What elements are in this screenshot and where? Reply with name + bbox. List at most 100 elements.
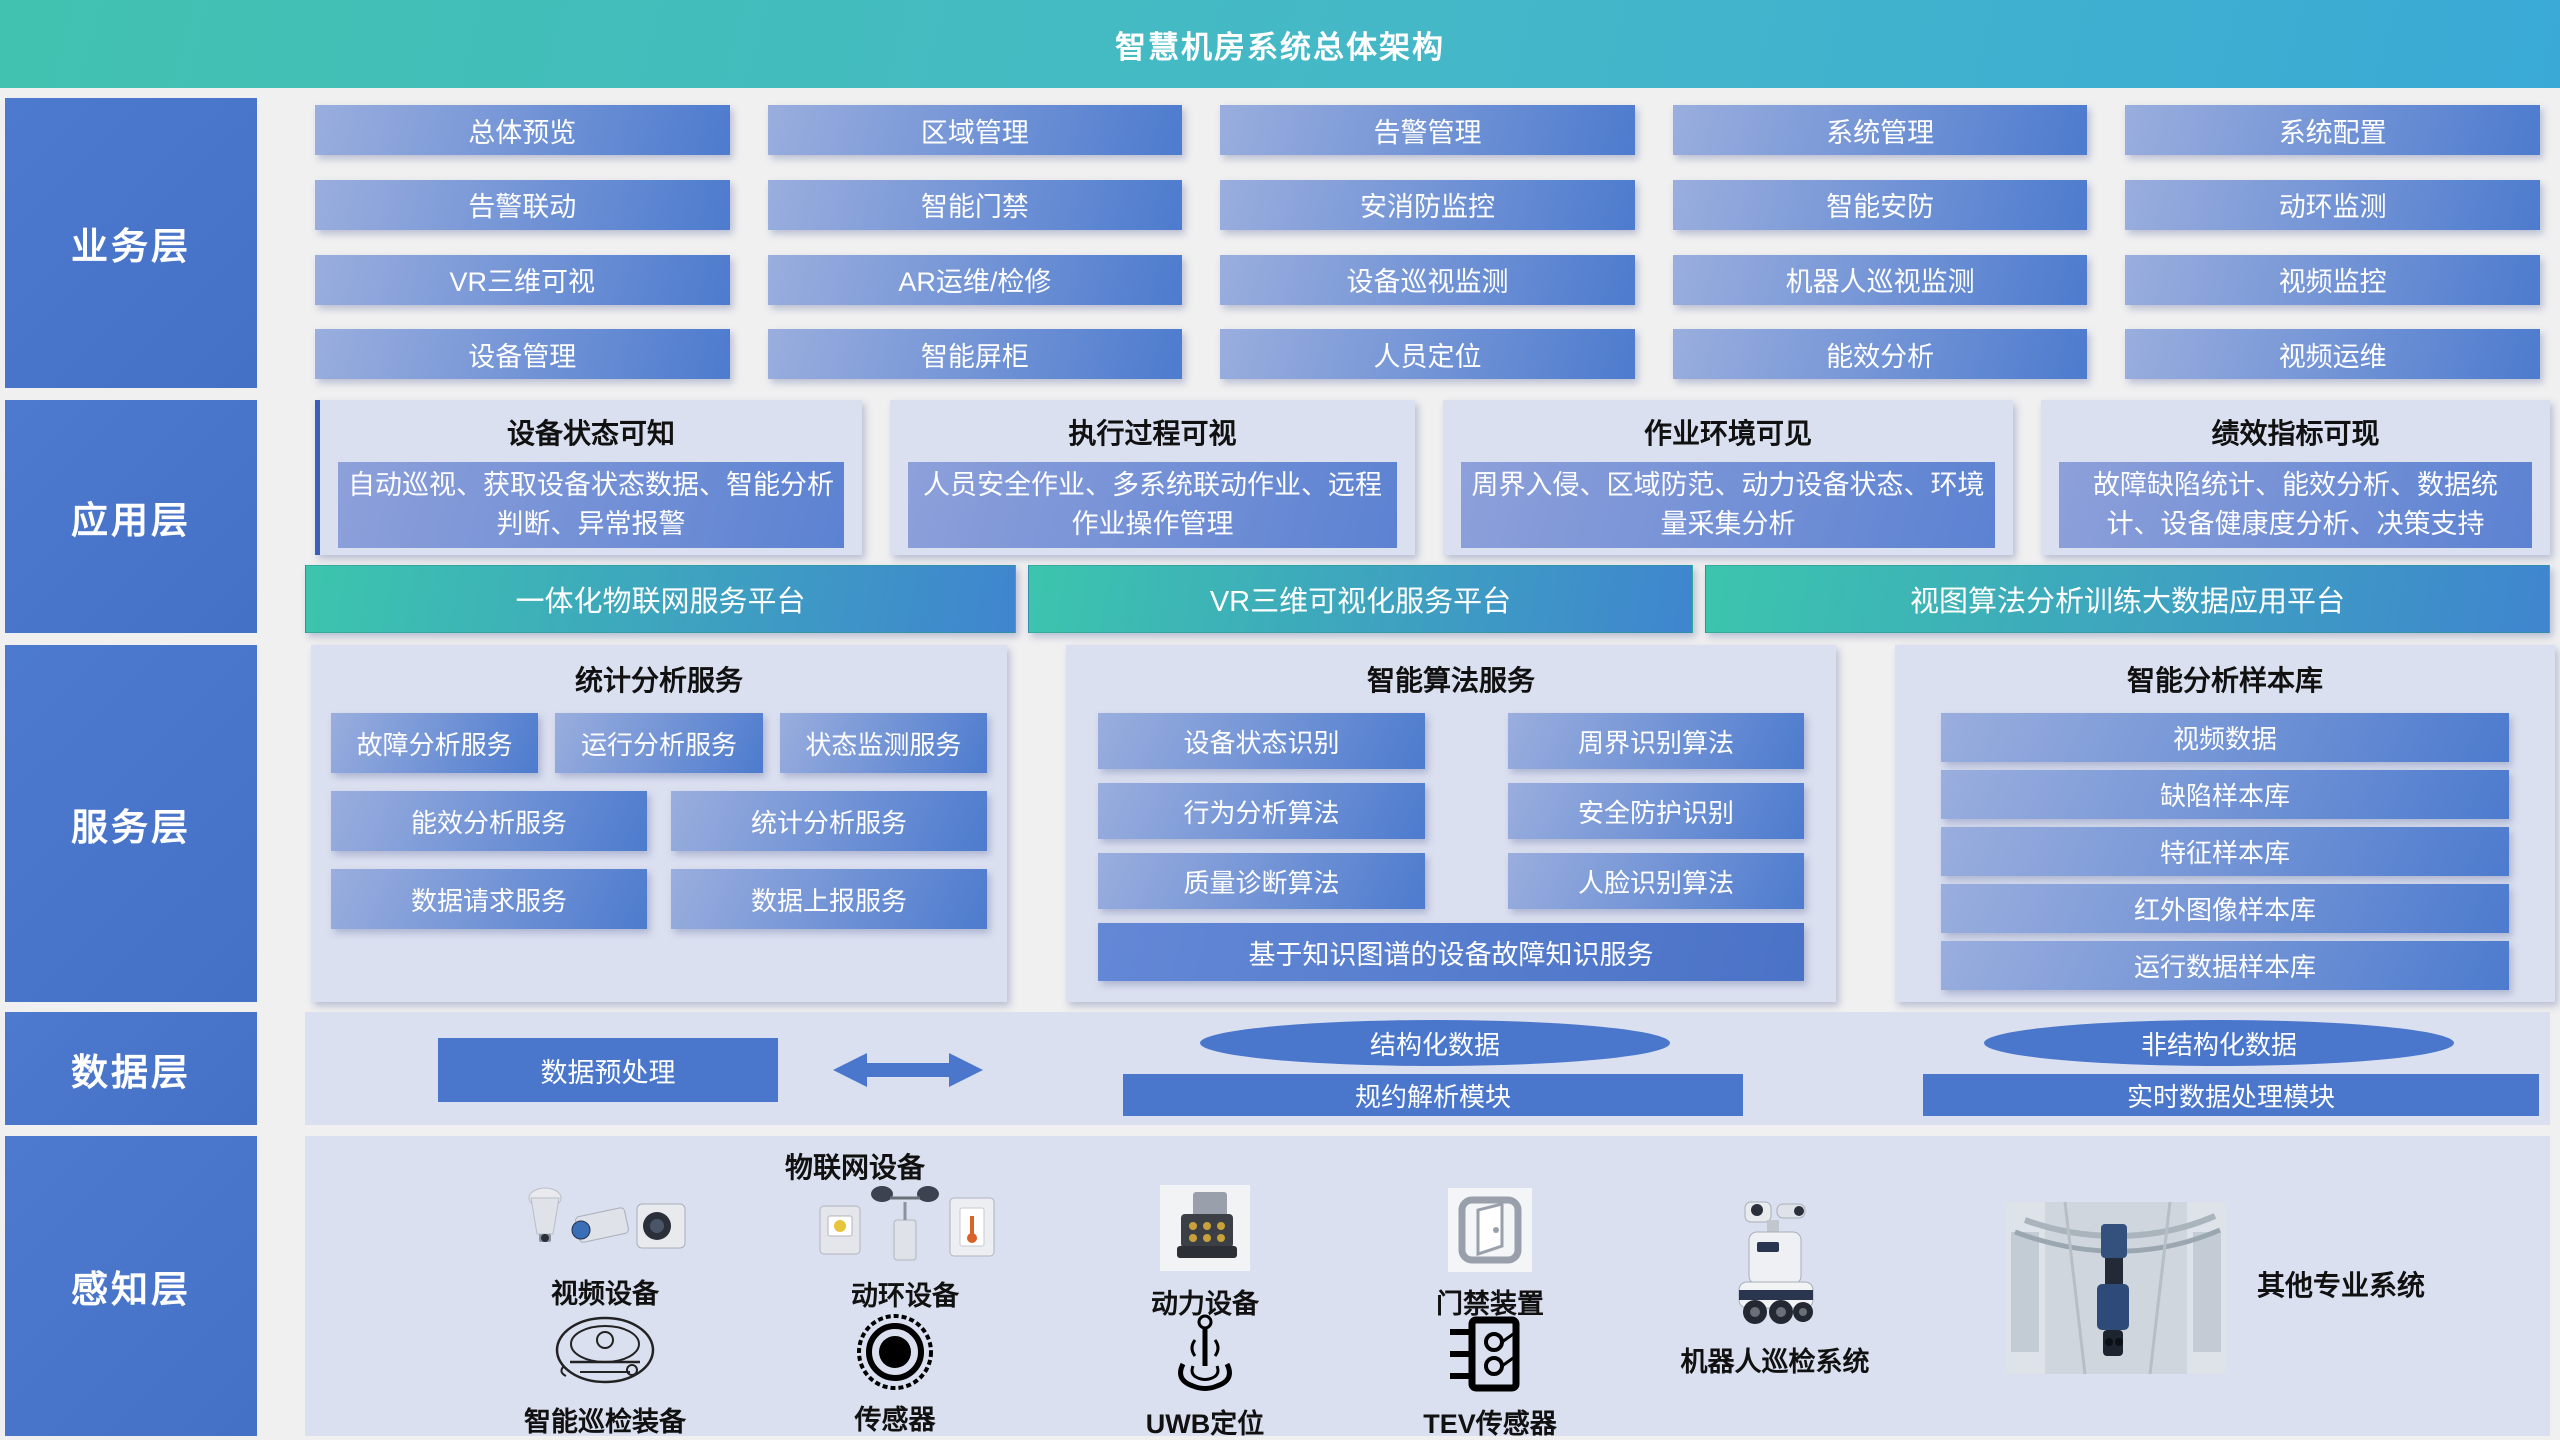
service-box: 质量诊断算法: [1098, 853, 1425, 909]
app-box-title: 绩效指标可现: [2211, 418, 2380, 449]
device-item: TEV传感器: [1390, 1312, 1590, 1440]
business-box: 系统配置: [2125, 105, 2540, 155]
device-item: 动力设备: [1105, 1180, 1305, 1321]
data-layer-panel: 数据预处理 结构化数据 规约解析模块 非结构化数据 实时数据处理模块: [305, 1012, 2550, 1125]
service-panel-title: 智能算法服务: [1366, 665, 1535, 696]
business-box: AR运维/检修: [767, 254, 1183, 305]
business-box: 智能安防: [1672, 179, 2088, 230]
device-item: 动环设备: [795, 1176, 1015, 1313]
device-item: 视频设备: [490, 1184, 720, 1311]
platform-bars: 一体化物联网服务平台 VR三维可视化服务平台 视图算法分析训练大数据应用平台: [305, 565, 2550, 633]
business-box: 机器人巡视监测: [1672, 254, 2088, 305]
robot-icon: [1715, 1194, 1835, 1334]
business-box: 动环监测: [2125, 179, 2540, 230]
business-box: 设备管理: [315, 329, 730, 380]
service-box: 状态监测服务: [779, 713, 987, 773]
service-box: 数据请求服务: [331, 869, 647, 929]
service-box: 设备状态识别: [1098, 713, 1425, 769]
sample-library-bar: 运行数据样本库: [1941, 941, 2509, 990]
business-layer-grid: 总体预览 区域管理 告警管理 系统管理 系统配置 告警联动 智能门禁 安消防监控…: [305, 98, 2550, 388]
layer-label-business: 业务层: [5, 98, 257, 388]
business-box: 能效分析: [1672, 329, 2088, 380]
service-box: 周界识别算法: [1508, 713, 1804, 769]
layer-label-data: 数据层: [5, 1012, 257, 1125]
business-box: 视频监控: [2125, 254, 2540, 305]
app-box-desc: 人员安全作业、多系统联动作业、远程作业操作管理: [907, 462, 1398, 549]
door-access-icon: [1444, 1184, 1536, 1276]
app-box-desc: 周界入侵、区域防范、动力设备状态、环境量采集分析: [1461, 462, 1995, 549]
service-box: 数据上报服务: [671, 869, 987, 929]
service-box: 安全防护识别: [1508, 783, 1804, 839]
business-box: 智能屏柜: [767, 329, 1183, 380]
service-box: 故障分析服务: [331, 713, 539, 773]
device-item: 智能巡检装备: [505, 1314, 705, 1439]
app-box-title: 设备状态可知: [506, 418, 675, 449]
business-box: 设备巡视监测: [1220, 254, 1635, 305]
app-capability-box: 执行过程可视 人员安全作业、多系统联动作业、远程作业操作管理: [889, 400, 1416, 555]
knowledge-graph-service-bar: 基于知识图谱的设备故障知识服务: [1098, 923, 1804, 981]
unstructured-data-ellipse: 非结构化数据: [1984, 1020, 2454, 1066]
app-capability-box: 设备状态可知 自动巡视、获取设备状态数据、智能分析判断、异常报警: [315, 400, 862, 555]
app-box-title: 作业环境可见: [1643, 418, 1812, 449]
algo-column-left: 设备状态识别 行为分析算法 质量诊断算法: [1098, 713, 1425, 909]
title-bar: 智慧机房系统总体架构: [0, 0, 2560, 88]
business-box: 人员定位: [1220, 329, 1635, 380]
structured-data-ellipse: 结构化数据: [1200, 1020, 1670, 1066]
inspection-device-icon: [550, 1314, 660, 1394]
device-item: 传感器: [800, 1312, 990, 1437]
platform-bar: VR三维可视化服务平台: [1028, 565, 1693, 633]
business-box: 视频运维: [2125, 329, 2540, 380]
service-panel-title: 统计分析服务: [574, 665, 743, 696]
platform-bar: 一体化物联网服务平台: [305, 565, 1016, 633]
business-box: 区域管理: [767, 105, 1183, 155]
algo-column-right: 周界识别算法 安全防护识别 人脸识别算法: [1508, 713, 1804, 909]
service-box: 统计分析服务: [671, 791, 987, 851]
sample-library-bar: 缺陷样本库: [1941, 770, 2509, 819]
business-box: VR三维可视: [315, 254, 730, 305]
business-box: 安消防监控: [1220, 179, 1635, 230]
device-label: 传感器: [854, 1405, 936, 1435]
app-capability-box: 作业环境可见 周界入侵、区域防范、动力设备状态、环境量采集分析: [1443, 400, 2013, 555]
env-sensor-icon: [810, 1176, 1000, 1268]
service-box: 行为分析算法: [1098, 783, 1425, 839]
device-item: 机器人巡检系统: [1665, 1194, 1885, 1379]
business-box: 告警管理: [1220, 105, 1635, 155]
device-label: 智能巡检装备: [524, 1407, 686, 1437]
sample-library-bar: 红外图像样本库: [1941, 884, 2509, 933]
algo-columns: 设备状态识别 行为分析算法 质量诊断算法 周界识别算法 安全防护识别 人脸识别算…: [1098, 713, 1804, 909]
power-device-icon: [1155, 1180, 1255, 1276]
layer-label-service: 服务层: [5, 645, 257, 1002]
service-box: 能效分析服务: [331, 791, 647, 851]
perception-layer-panel: 物联网设备 视频设备: [305, 1136, 2550, 1439]
device-label: 视频设备: [551, 1279, 659, 1309]
device-label: 动力设备: [1151, 1289, 1259, 1319]
video-camera-icon: [515, 1184, 695, 1266]
platform-bar: 视图算法分析训练大数据应用平台: [1705, 565, 2550, 633]
service-box: 人脸识别算法: [1508, 853, 1804, 909]
sample-library-bar: 特征样本库: [1941, 827, 2509, 876]
device-label: 其他专业系统: [2257, 1270, 2426, 1301]
service-samples-panel: 智能分析样本库 视频数据 缺陷样本库 特征样本库 红外图像样本库 运行数据样本库: [1895, 645, 2555, 1002]
device-label: 机器人巡检系统: [1680, 1347, 1870, 1377]
business-box: 告警联动: [315, 179, 730, 230]
business-box: 系统管理: [1672, 105, 2088, 155]
device-item: 门禁装置: [1390, 1184, 1590, 1321]
layer-label-application: 应用层: [5, 400, 257, 633]
rail-robot-photo: [2005, 1202, 2227, 1374]
business-box: 总体预览: [315, 105, 730, 155]
business-box: 智能门禁: [767, 179, 1183, 230]
application-layer-boxes: 设备状态可知 自动巡视、获取设备状态数据、智能分析判断、异常报警 执行过程可视 …: [305, 400, 2551, 555]
layer-label-perception: 感知层: [5, 1136, 257, 1436]
service-stats-panel: 统计分析服务 故障分析服务 运行分析服务 状态监测服务 能效分析服务 统计分析服…: [311, 645, 1007, 1002]
device-label: 门禁装置: [1436, 1289, 1544, 1319]
service-panel-title: 智能分析样本库: [2126, 665, 2323, 696]
tev-sensor-icon: [1442, 1312, 1538, 1396]
device-label: TEV传感器: [1423, 1409, 1557, 1439]
protocol-parse-module-bar: 规约解析模块: [1123, 1074, 1743, 1116]
sample-bars: 视频数据 缺陷样本库 特征样本库 红外图像样本库 运行数据样本库: [1941, 713, 2509, 990]
data-preprocess-box: 数据预处理: [438, 1038, 778, 1102]
stats-row-1: 故障分析服务 运行分析服务 状态监测服务: [331, 713, 987, 773]
stats-row-2: 能效分析服务 统计分析服务: [331, 791, 987, 851]
app-box-title: 执行过程可视: [1068, 418, 1237, 449]
